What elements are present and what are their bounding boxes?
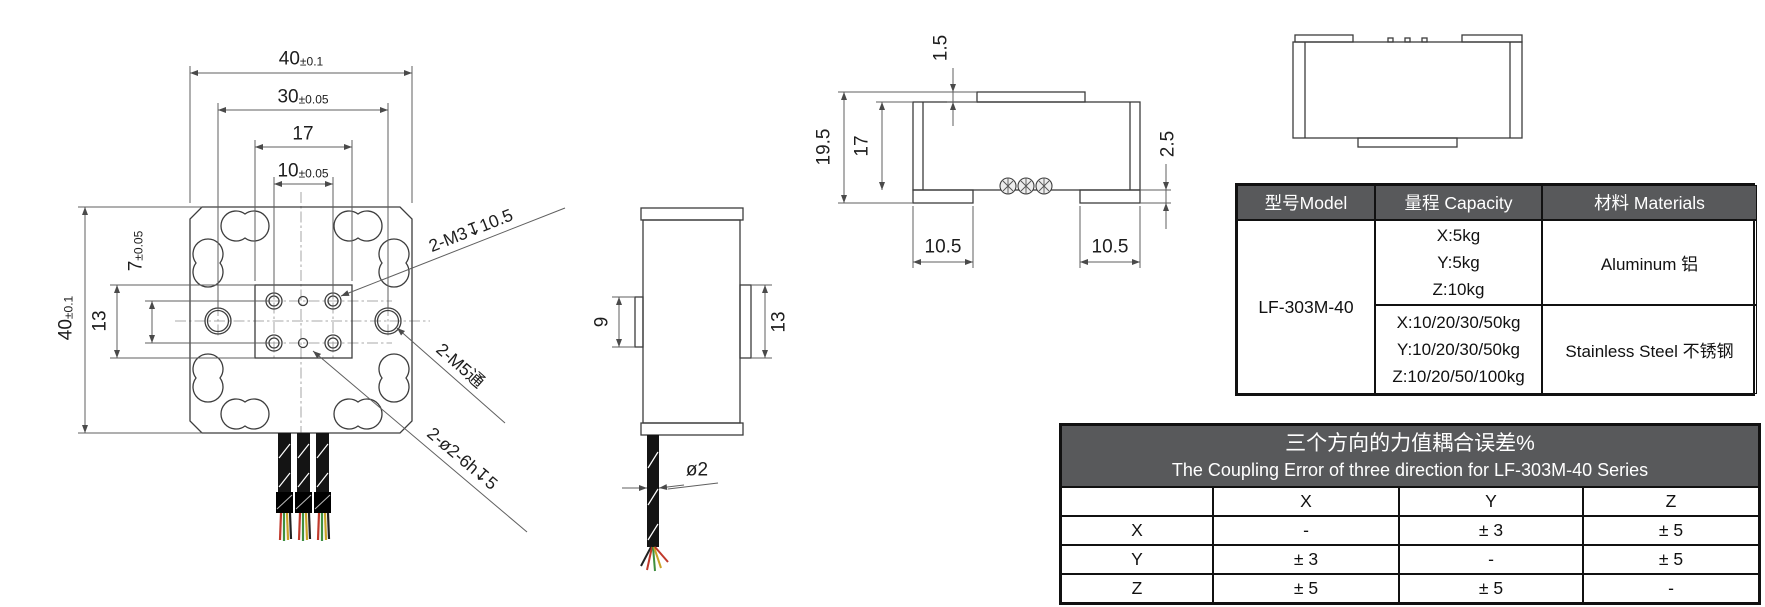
capacity-line: Y:5kg [1437,253,1480,272]
coupling-cell-zx: ± 5 [1213,574,1399,603]
dim-label-2-5: 2.5 [1157,130,1179,158]
coupling-error-table: 三个方向的力值耦合误差% The Coupling Error of three… [1059,423,1761,605]
dim-label-side-9: 9 [591,316,613,328]
coupling-cell-yx: ± 3 [1213,545,1399,574]
dim-label-10-5-right: 10.5 [1091,236,1129,258]
coupling-cell-xz: ± 5 [1583,516,1759,545]
front-cables [276,433,331,541]
dim-label-height-7: 7±0.05 [125,230,147,272]
dim-label-width-10: 10±0.05 [277,160,329,182]
coupling-colheader-y: Y [1399,487,1583,516]
profile-screws [999,177,1053,195]
spec-header-materials: 材料 Materials [1542,185,1757,220]
coupling-row-z-label: Z [1061,574,1213,603]
spec-header-capacity: 量程 Capacity [1375,185,1542,220]
dim-label-side-13: 13 [768,311,790,333]
coupling-title-zh: 三个方向的力值耦合误差% [1285,431,1535,455]
coupling-title-en: The Coupling Error of three direction fo… [1171,460,1649,481]
dim-label-1-5: 1.5 [930,34,952,62]
spec-cell-capacity-2: X:10/20/30/50kg Y:10/20/30/50kg Z:10/20/… [1375,305,1542,394]
coupling-cell-xy: ± 3 [1399,516,1583,545]
dim-label-17: 17 [851,135,873,157]
coupling-row-y-label: Y [1061,545,1213,574]
capacity-line: X:10/20/30/50kg [1396,313,1521,332]
dim-label-width-17: 17 [292,123,314,145]
spec-table: 型号Model 量程 Capacity 材料 Materials LF-303M… [1235,183,1757,396]
coupling-cell-zz: - [1583,574,1759,603]
side-view [612,207,772,572]
dim-label-10-5-left: 10.5 [924,236,962,258]
coupling-table-title: 三个方向的力值耦合误差% The Coupling Error of three… [1061,425,1759,487]
dim-label-height-40: 40±0.1 [55,295,77,341]
capacity-line: Z:10/20/50/100kg [1392,367,1525,386]
rear-view [1292,34,1523,148]
spec-header-model: 型号Model [1237,185,1375,220]
profile-view [838,68,1171,268]
coupling-cell-zy: ± 5 [1399,574,1583,603]
spec-cell-capacity-1: X:5kg Y:5kg Z:10kg [1375,220,1542,305]
capacity-line: Z:10kg [1432,280,1485,299]
dim-label-19-5: 19.5 [813,128,835,166]
side-body-outline [634,207,752,436]
coupling-row-x-label: X [1061,516,1213,545]
coupling-colheader-x: X [1213,487,1399,516]
side-dimensions [612,284,772,491]
capacity-line: Y:10/20/30/50kg [1397,340,1520,359]
side-cable [640,435,669,572]
center-lines [175,192,430,450]
spec-cell-model: LF-303M-40 [1237,220,1375,394]
front-leaders [312,207,566,533]
profile-dimensions [838,68,1171,268]
spec-cell-material-2: Stainless Steel 不锈钢 [1542,305,1757,394]
coupling-cell-yy: - [1399,545,1583,574]
dim-label-width-30: 30±0.05 [277,86,329,108]
spec-cell-material-1: Aluminum 铝 [1542,220,1757,305]
coupling-colheader-blank [1061,487,1213,516]
coupling-cell-yz: ± 5 [1583,545,1759,574]
dim-label-cable-diameter: ø2 [685,459,709,481]
dim-label-height-13: 13 [89,310,111,332]
coupling-cell-xx: - [1213,516,1399,545]
front-dimensions [78,66,413,434]
dim-label-width-40: 40±0.1 [278,48,324,70]
capacity-line: X:5kg [1436,226,1481,245]
front-view [78,66,566,541]
coupling-colheader-z: Z [1583,487,1759,516]
